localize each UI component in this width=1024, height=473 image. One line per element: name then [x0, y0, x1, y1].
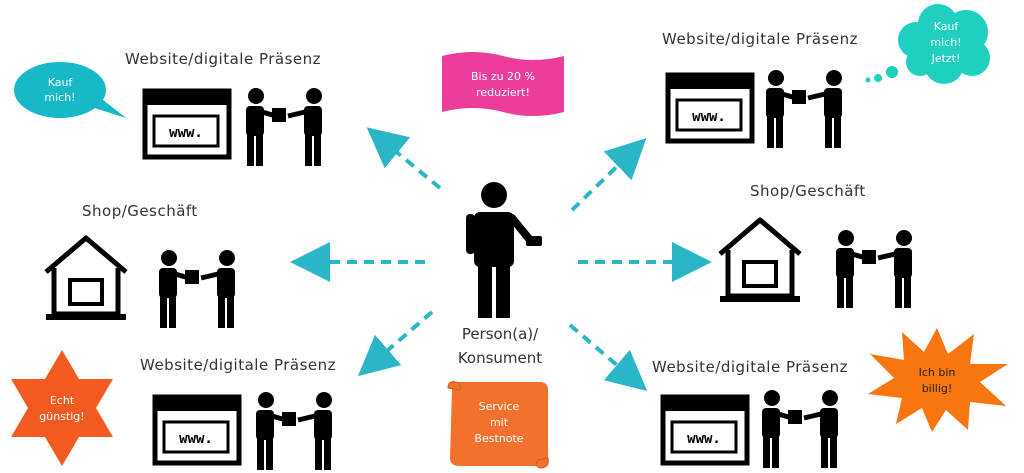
svg-text:www.: www.: [687, 431, 721, 447]
echt-guenstig-star-badge: Echt günstig!: [11, 350, 113, 466]
browser-icon: www.: [142, 88, 232, 160]
handover-people-icon: [762, 390, 838, 468]
top-right-node-label: Website/digitale Präsenz: [662, 30, 859, 48]
handover-people-icon: [159, 250, 235, 328]
svg-text:Bis zu 20 %: Bis zu 20 %: [471, 70, 535, 83]
bottom-right-node: www.: [660, 394, 750, 466]
top-left-node-label: Website/digitale Präsenz: [125, 50, 322, 68]
svg-text:reduziert!: reduziert!: [476, 86, 530, 99]
arrow-top-right: [570, 138, 647, 212]
arrow-bottom-left: [357, 310, 434, 377]
kauf-mich-speech-bubble: Kauf mich!: [14, 62, 126, 118]
handover-people-icon: [836, 230, 912, 308]
arrow-top-left: [366, 127, 442, 190]
svg-text:www.: www.: [179, 431, 213, 447]
ich-bin-billig-burst-badge: Ich bin billig!: [868, 328, 1008, 432]
discount-flag: Bis zu 20 % reduziert!: [442, 52, 564, 116]
svg-text:mich!: mich!: [44, 91, 75, 104]
kauf-mich-jetzt-thought-cloud: Kauf mich! Jetzt!: [865, 4, 990, 84]
handover-people-icon: [766, 70, 842, 148]
house-icon: [44, 235, 128, 320]
top-left-node: www.: [142, 88, 232, 160]
consumer-person-icon: [466, 182, 542, 318]
handover-people-icon: [256, 392, 332, 470]
svg-text:www.: www.: [169, 125, 203, 141]
bottom-left-node: www.: [152, 394, 242, 466]
bottom-left-node-label: Website/digitale Präsenz: [140, 356, 337, 374]
consumer-label: Person(a)/ Konsument: [457, 325, 543, 367]
svg-text:Kauf: Kauf: [48, 76, 74, 89]
svg-text:www.: www.: [692, 109, 726, 125]
svg-text:Kauf: Kauf: [934, 20, 960, 33]
browser-icon: www.: [152, 394, 242, 466]
mid-right-node-label: Shop/Geschäft: [750, 182, 866, 200]
svg-text:billig!: billig!: [922, 382, 953, 395]
svg-text:Bestnote: Bestnote: [474, 432, 523, 445]
house-icon: [718, 217, 802, 302]
browser-icon: www.: [660, 394, 750, 466]
svg-text:Ich bin: Ich bin: [919, 366, 956, 379]
svg-text:günstig!: günstig!: [39, 410, 84, 423]
browser-icon: www.: [665, 72, 755, 144]
svg-text:Jetzt!: Jetzt!: [931, 52, 961, 65]
top-right-node: www.: [665, 72, 755, 144]
svg-text:mich!: mich!: [930, 36, 961, 49]
svg-text:mit: mit: [490, 416, 509, 429]
svg-text:Echt: Echt: [50, 394, 75, 407]
svg-text:Service: Service: [479, 400, 520, 413]
bottom-right-node-label: Website/digitale Präsenz: [652, 358, 849, 376]
arrow-bottom-right: [568, 323, 648, 391]
mid-left-node-label: Shop/Geschäft: [82, 202, 198, 220]
service-scroll-badge: Service mit Bestnote: [447, 381, 549, 469]
handover-people-icon: [246, 88, 322, 166]
